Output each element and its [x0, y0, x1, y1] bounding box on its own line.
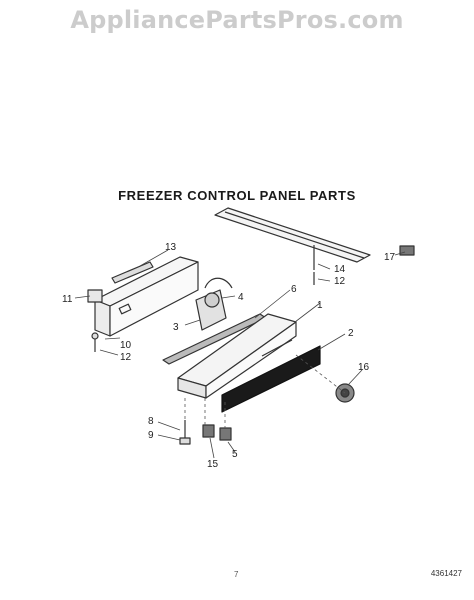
- callout-leaders: [74, 249, 406, 459]
- trim-strip: [214, 207, 371, 263]
- callout-13: 13: [165, 242, 177, 253]
- callout-1: 1: [317, 300, 323, 311]
- callout-2: 2: [348, 328, 354, 339]
- callout-3: 3: [173, 322, 179, 333]
- page-number: 7: [234, 570, 239, 579]
- rod: [111, 261, 154, 284]
- screw-8-9: [179, 420, 191, 445]
- clip-11: [87, 289, 103, 303]
- screw-left-12: [91, 332, 99, 352]
- clip-15: [202, 424, 215, 438]
- diagram-title: FREEZER CONTROL PANEL PARTS: [118, 188, 356, 203]
- callout-12-right: 12: [334, 276, 346, 287]
- callout-15: 15: [207, 459, 219, 470]
- clip-17: [399, 245, 415, 256]
- leader-lines: [184, 354, 346, 428]
- callout-6: 6: [291, 284, 297, 295]
- clip-5: [219, 427, 232, 441]
- callout-14: 14: [334, 264, 346, 275]
- callout-16: 16: [358, 362, 370, 373]
- callout-5: 5: [232, 449, 238, 460]
- front-panel: [221, 345, 321, 413]
- callout-11: 11: [62, 294, 73, 305]
- callout-10: 10: [120, 340, 132, 351]
- callout-9: 9: [148, 430, 154, 441]
- control-panel-housing: [177, 313, 297, 399]
- callout-12-left: 12: [120, 352, 132, 363]
- left-bracket: [94, 256, 199, 337]
- callout-8: 8: [148, 416, 154, 427]
- watermark-logo: AppliancePartsPros.com: [70, 6, 404, 34]
- callout-17: 17: [384, 252, 396, 263]
- callout-4: 4: [238, 292, 244, 303]
- thermostat-control: [195, 277, 233, 331]
- document-number: 4361427: [430, 569, 462, 578]
